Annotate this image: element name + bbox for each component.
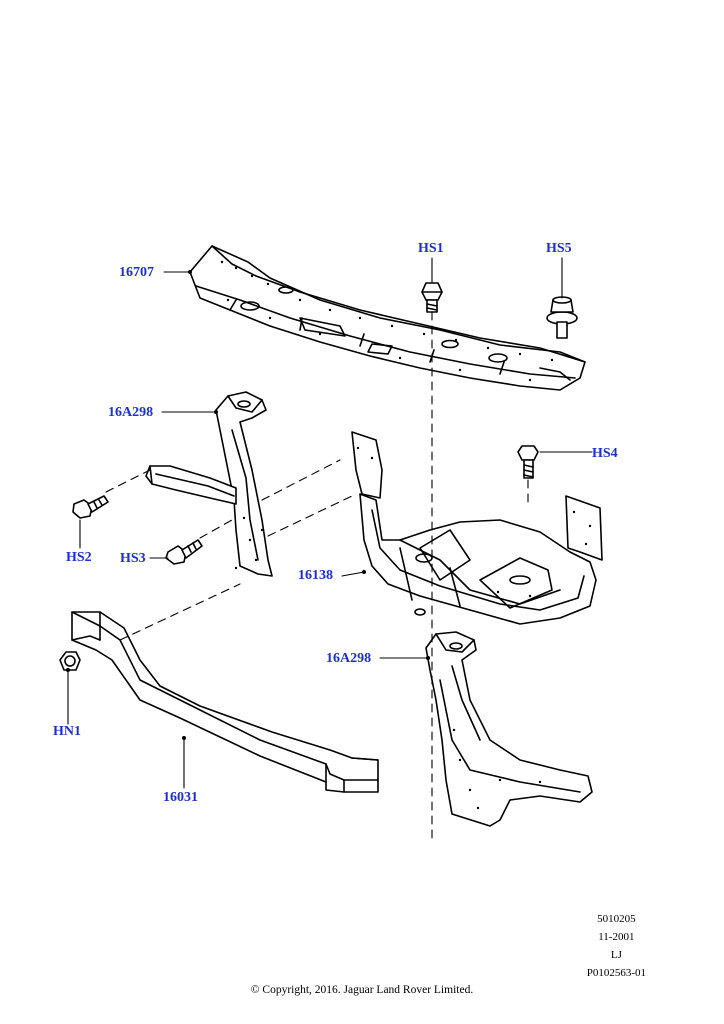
callout-16a298-upper: 16A298 [108,405,154,420]
upper-crossmember-panel [189,245,586,391]
callout-hs4: HS4 [592,446,618,461]
hs3-bolt [165,539,203,565]
upper-bracket-16a298 [145,391,273,577]
drawing-info-block: 5010205 11-2001 LJ P0102563-01 [587,910,646,982]
callout-16707: 16707 [119,265,154,280]
callout-16138: 16138 [298,568,333,583]
leader-lines [67,257,593,789]
drawing-code: 5010205 [597,913,636,925]
callout-hs1: HS1 [418,241,444,256]
hs2-bolt [72,495,109,519]
alignment-lines [105,311,529,841]
hs4-bolt [517,445,539,479]
lower-crossmember-16138 [351,431,603,625]
callout-hs5: HS5 [546,241,572,256]
callout-16031: 16031 [163,790,198,805]
drawing-reference: P0102563-01 [586,967,646,979]
lower-bracket-16a298 [425,631,593,827]
drawing-date: 11-2001 [598,931,635,943]
callout-16a298-lower: 16A298 [326,651,372,666]
hn1-nut [59,651,81,671]
callout-hs3: HS3 [120,551,146,566]
drawing-initials: LJ [610,949,622,961]
callout-hn1: HN1 [53,724,81,739]
callout-hs2: HS2 [66,550,92,565]
hs1-bolt [421,282,443,313]
hs5-stud [546,296,578,339]
side-member-16031 [71,611,379,793]
copyright-notice: © Copyright, 2016. Jaguar Land Rover Lim… [250,984,474,996]
